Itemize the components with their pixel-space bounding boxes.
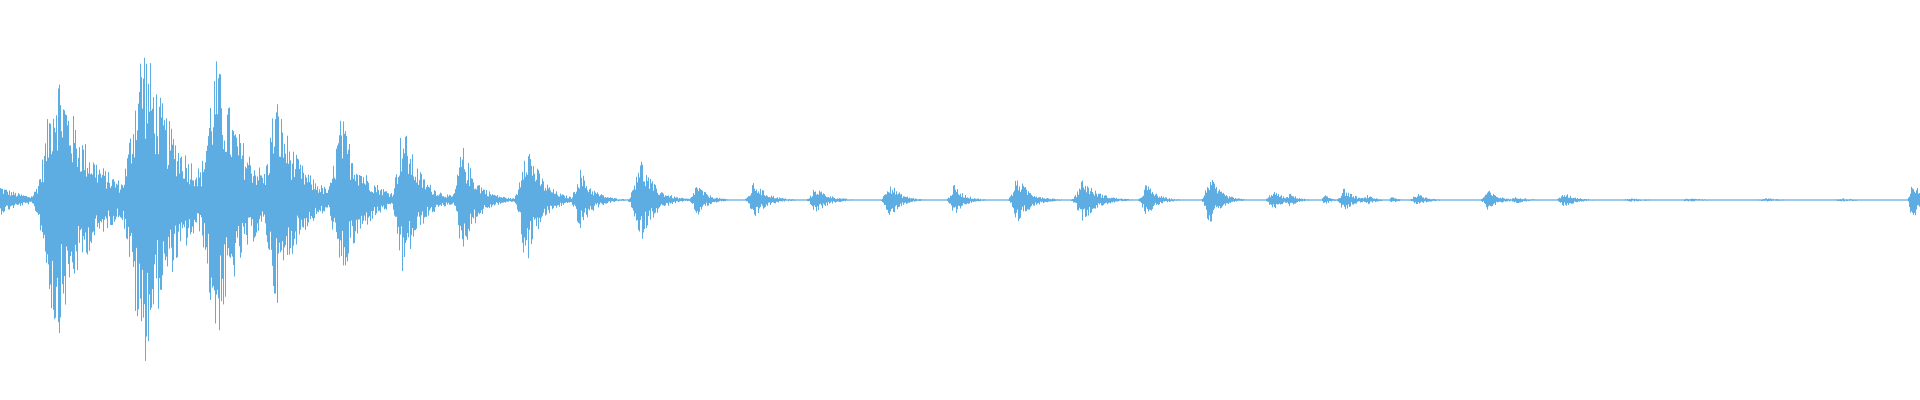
- waveform-samples: [0, 57, 1920, 361]
